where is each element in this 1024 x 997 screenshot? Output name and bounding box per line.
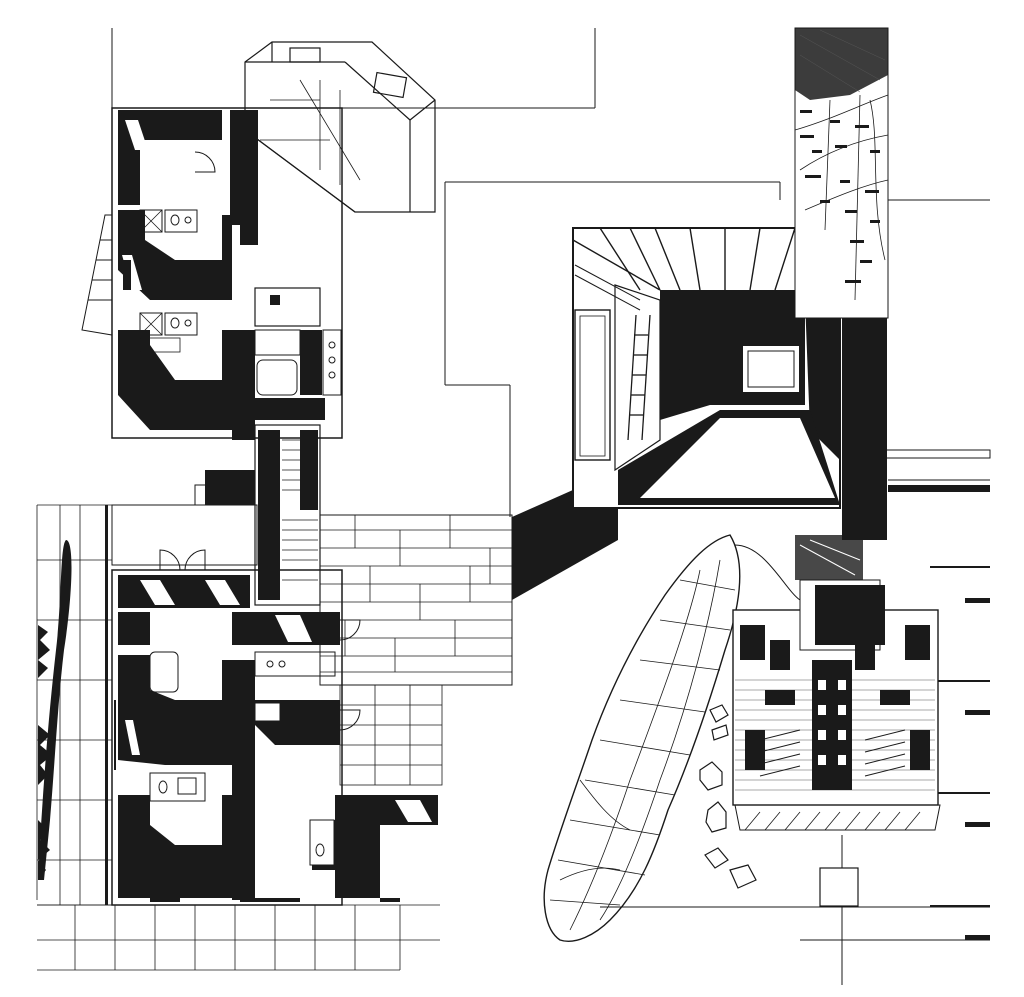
paved-courtyard bbox=[319, 514, 513, 786]
ladder-icon bbox=[627, 314, 651, 441]
garden-paving bbox=[36, 504, 440, 971]
manhattan-map bbox=[543, 534, 801, 942]
toilet-icon bbox=[158, 780, 168, 794]
divider bbox=[105, 505, 108, 905]
street-map bbox=[794, 27, 889, 580]
upper-floor-plan bbox=[81, 107, 343, 440]
stove-icon bbox=[266, 660, 286, 668]
lower-floor-plan bbox=[111, 504, 438, 906]
door-icon bbox=[194, 151, 216, 173]
bathtub-icon bbox=[256, 359, 298, 396]
interior-perspective bbox=[512, 227, 991, 600]
toilet-icon bbox=[170, 214, 180, 226]
door-icon bbox=[339, 709, 361, 731]
stove-icon bbox=[322, 329, 342, 396]
toilet-icon bbox=[315, 843, 325, 857]
central-stair bbox=[194, 424, 321, 606]
kitchen-core-upper bbox=[254, 287, 342, 420]
door-icon bbox=[159, 549, 181, 571]
bathtub-icon bbox=[149, 651, 179, 693]
door-icon bbox=[339, 619, 361, 641]
bathroom-upper-2 bbox=[139, 312, 198, 353]
toilet-icon bbox=[170, 317, 180, 329]
axonometric-unit bbox=[244, 41, 436, 213]
stair-icon bbox=[81, 214, 113, 336]
block-figures bbox=[699, 704, 859, 907]
tree-icon bbox=[38, 540, 72, 880]
door-icon bbox=[184, 549, 206, 571]
margin-ticks bbox=[930, 566, 990, 940]
facade-elevation bbox=[699, 579, 941, 907]
bathroom-upper bbox=[139, 209, 198, 233]
